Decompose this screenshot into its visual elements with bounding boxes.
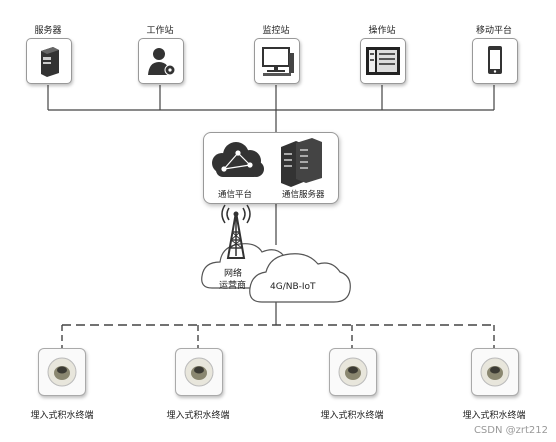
node-server: [26, 38, 72, 84]
node-operator: [360, 38, 406, 84]
hub-label-platform: 通信平台: [218, 190, 253, 200]
terminal-label: 埋入式积水终端: [320, 411, 384, 421]
sensor-terminal-icon: [480, 357, 510, 387]
terminal-node: [471, 348, 519, 396]
hub-label-server: 通信服务器: [282, 190, 325, 200]
terminal-label: 埋入式积水终端: [462, 411, 526, 421]
sensor-terminal-icon: [47, 357, 77, 387]
node-label-operator: 操作站: [368, 26, 396, 36]
node-label-mobile: 移动平台: [475, 26, 513, 36]
monitor-computer-icon: [262, 47, 294, 76]
sensor-terminal-icon: [184, 357, 214, 387]
server-icon: [41, 47, 59, 77]
node-label-server: 服务器: [34, 26, 62, 36]
server-rack-icon: [281, 138, 322, 187]
operator-label-line1: 网络: [224, 269, 243, 279]
communication-hub: 通信平台 通信服务器: [203, 132, 339, 204]
node-label-workstation: 工作站: [146, 26, 174, 36]
terminal-label: 埋入式积水终端: [30, 411, 94, 421]
network-cloud-icon: [212, 142, 264, 177]
terminal-node: [329, 348, 377, 396]
terminal-node: [38, 348, 86, 396]
node-mobile: [472, 38, 518, 84]
mobile-phone-icon: [488, 46, 502, 74]
node-monitor: [254, 38, 300, 84]
operator-label-line2: 运营商: [219, 281, 247, 291]
protocol-label: 4G/NB-IoT: [270, 282, 316, 292]
watermark: CSDN @zrt212: [473, 425, 548, 436]
workstation-user-icon: [148, 48, 176, 76]
operator-panel-icon: [366, 47, 400, 75]
terminal-label: 埋入式积水终端: [166, 411, 230, 421]
node-label-monitor: 监控站: [262, 26, 290, 36]
sensor-terminal-icon: [338, 357, 368, 387]
cell-tower-icon: [221, 204, 251, 259]
terminal-node: [175, 348, 223, 396]
node-workstation: [138, 38, 184, 84]
